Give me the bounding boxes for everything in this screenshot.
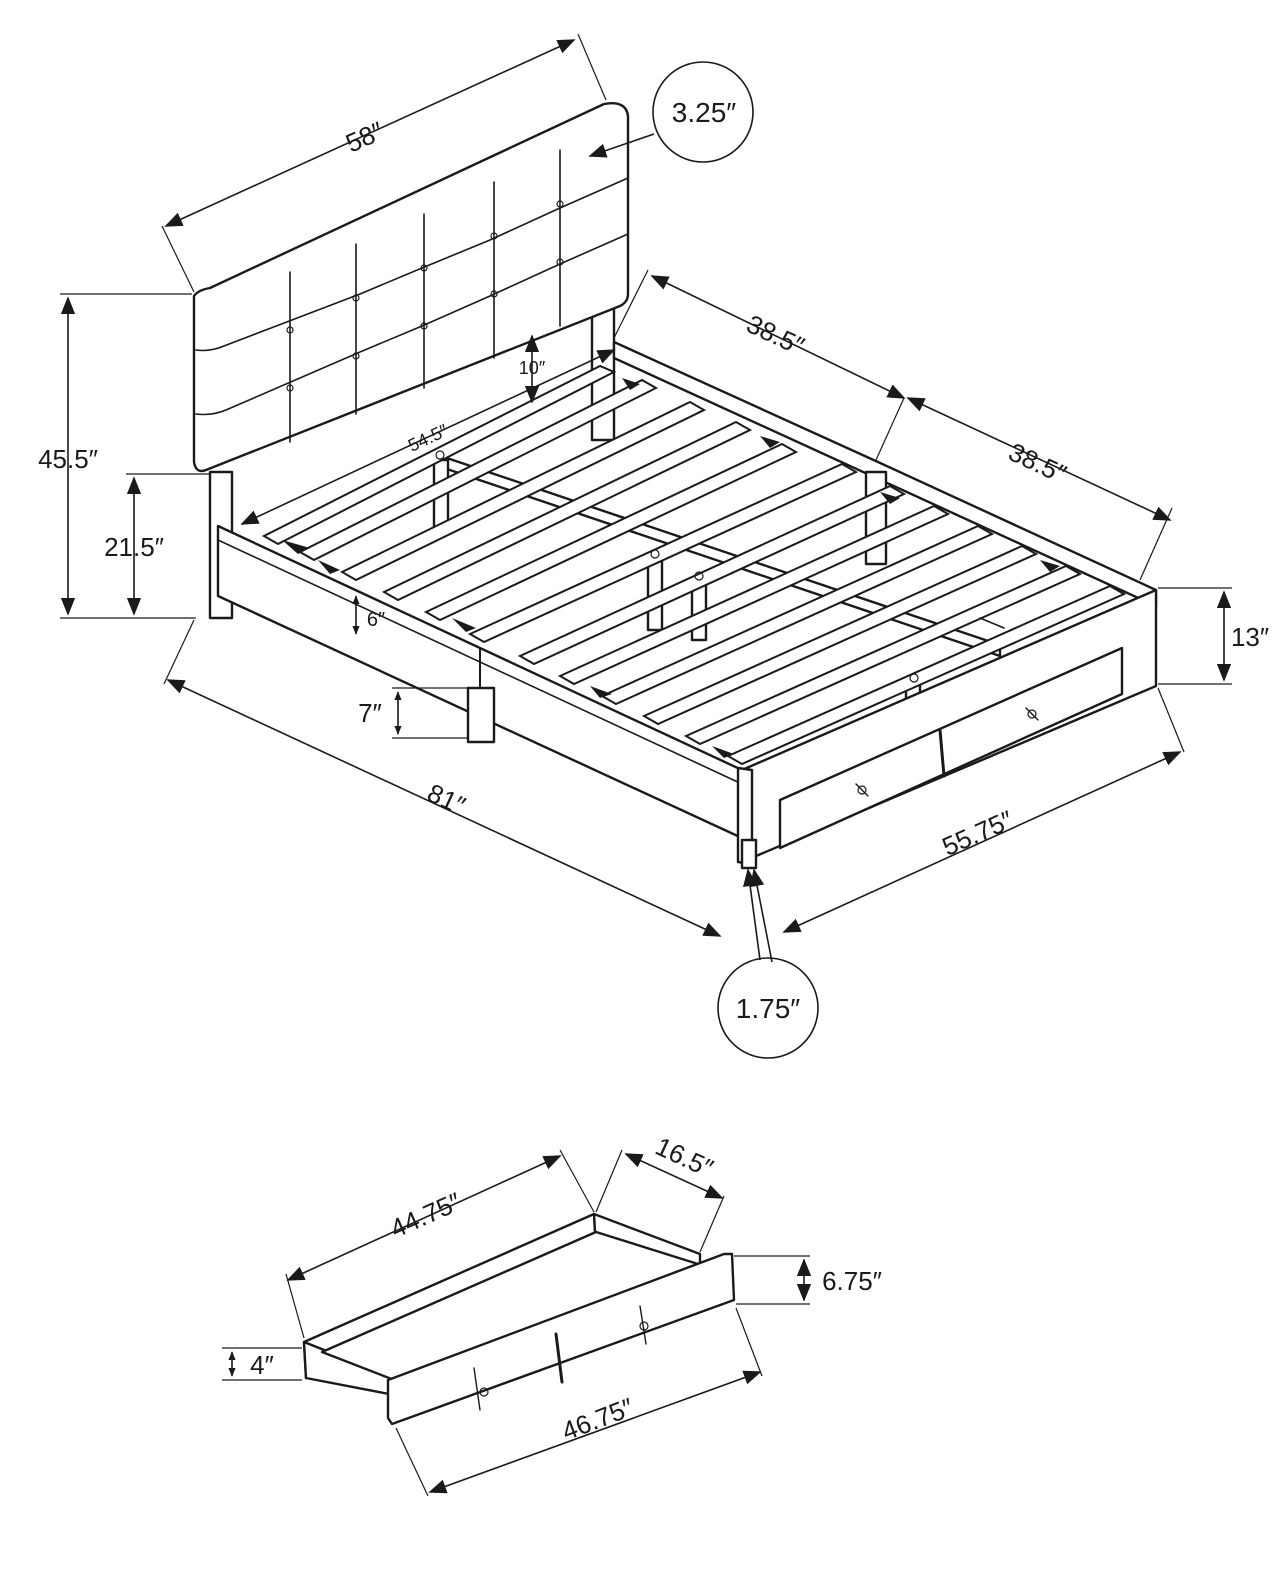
label-side-back: 38.5″	[1004, 437, 1071, 489]
label-footboard-height: 13″	[1231, 622, 1269, 652]
label-headboard-width: 58″	[341, 116, 388, 159]
label-drawer-depth: 16.5″	[651, 1131, 718, 1183]
callout-circle-bottom	[717, 957, 819, 1059]
label-headboard-thickness: 3.25″	[672, 97, 736, 128]
headboard	[192, 102, 630, 473]
label-drawer-inner-length: 44.75″	[386, 1186, 466, 1244]
label-drawer-front-length: 46.75″	[558, 1392, 638, 1447]
label-drawer-side-height: 4″	[250, 1350, 274, 1380]
label-leg-size: 1.75″	[736, 993, 800, 1024]
bed-dimension-labels: 58″ 3.25″ 45.5″ 21.5″ 10″ 54.5″ 6″ 7″ 38…	[38, 97, 1269, 1024]
label-side-front: 38.5″	[742, 309, 809, 361]
label-drawer-front-height: 6.75″	[822, 1266, 882, 1296]
back-side-rail	[612, 340, 1158, 608]
drawer-illustration	[302, 1212, 736, 1426]
bed-dimension-lines	[60, 33, 1232, 1059]
label-overall-width: 55.75″	[938, 804, 1018, 862]
bed-illustration	[192, 102, 1158, 870]
callout-circle-top	[652, 61, 754, 163]
drawer-dimension-lines	[222, 1149, 812, 1497]
label-rail-height: 6″	[367, 609, 385, 631]
label-leg-height: 7″	[358, 698, 382, 728]
label-total-height: 45.5″	[38, 444, 98, 474]
label-headboard-bottom-height: 21.5″	[104, 532, 164, 562]
label-slat-gap: 10″	[519, 358, 546, 378]
label-overall-length: 81″	[423, 777, 470, 820]
